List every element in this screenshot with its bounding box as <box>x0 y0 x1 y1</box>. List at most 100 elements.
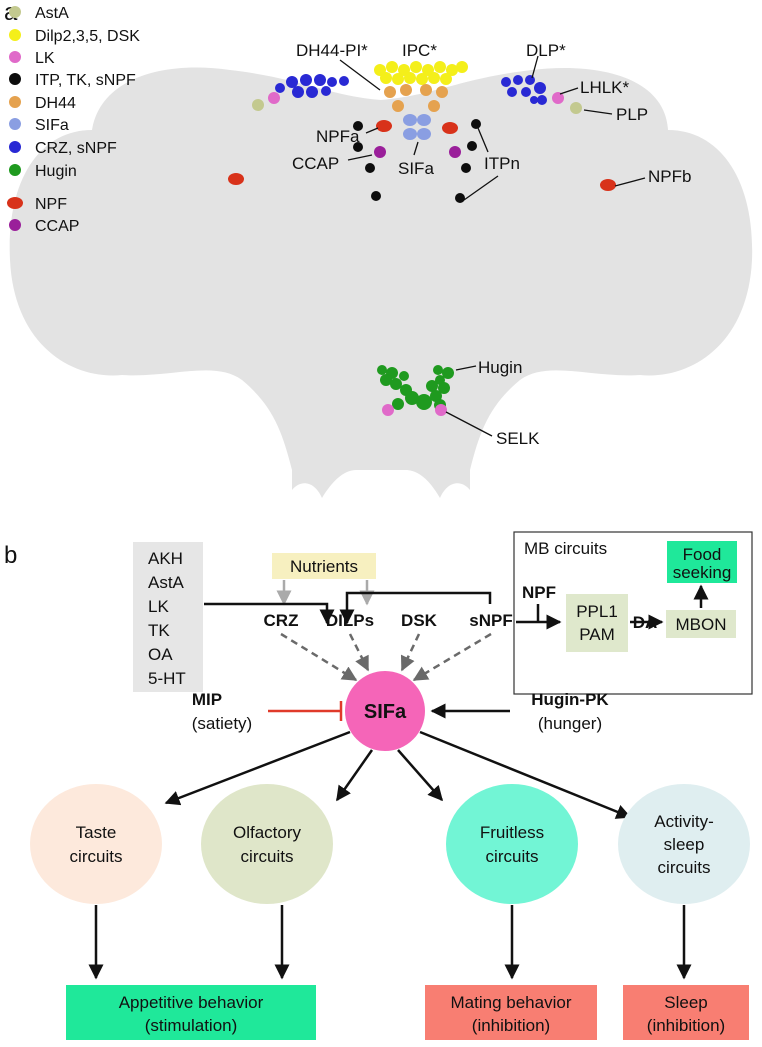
sifa-output-arrows <box>164 730 632 819</box>
lhlk-right <box>552 92 564 104</box>
peptide-crz: CRZ <box>264 611 299 630</box>
npf-left-lateral <box>228 173 244 185</box>
mating-line1: Mating behavior <box>451 993 572 1012</box>
olfactory-circuits-node <box>201 784 333 904</box>
dh44-cluster <box>384 84 448 112</box>
legend-label-dh44: DH44 <box>35 95 76 112</box>
peptide-dsk: DSK <box>401 611 438 630</box>
food-seeking-box <box>667 541 737 583</box>
ppl1-pam-box <box>566 594 628 652</box>
ipc-cluster <box>374 61 468 85</box>
hugin-pk-note: (hunger) <box>538 714 602 733</box>
label-npfa: NPFa <box>316 127 360 146</box>
peptide-dilps: DILPs <box>326 611 374 630</box>
npfa-left <box>376 120 392 132</box>
input-5ht: 5-HT <box>148 669 186 688</box>
sifa-node <box>345 671 425 751</box>
appetitive-behavior-box <box>66 985 316 1040</box>
legend-dot-hugin <box>9 164 21 176</box>
legend-dot-crz <box>9 141 21 153</box>
legend-label-dilp: Dilp2,3,5, DSK <box>35 28 140 45</box>
mating-behavior-box <box>425 985 597 1040</box>
label-dlp: DLP* <box>526 41 566 60</box>
legend-dot-itp <box>9 73 21 85</box>
ccap-left <box>374 146 386 158</box>
activity-sleep-line2: sleep <box>664 835 705 854</box>
outcome-arrows <box>88 905 692 980</box>
fruitless-circuits-node <box>446 784 578 904</box>
npfa-right <box>442 122 458 134</box>
mb-circuits-title: MB circuits <box>524 539 607 558</box>
taste-circuits-line1: Taste <box>76 823 117 842</box>
hugin-pk-label: Hugin-PK <box>531 690 609 709</box>
fruitless-circuits-line2: circuits <box>486 847 539 866</box>
ccap-right <box>449 146 461 158</box>
input-asta: AstA <box>148 573 185 592</box>
appetitive-line1: Appetitive behavior <box>119 993 264 1012</box>
brain-outline <box>9 67 753 498</box>
peptide-snpf: sNPF <box>469 611 512 630</box>
fruitless-circuits-line1: Fruitless <box>480 823 544 842</box>
legend-label-itp: ITP, TK, sNPF <box>35 72 136 89</box>
label-ccap: CCAP <box>292 154 339 173</box>
nutrients-label: Nutrients <box>290 557 358 576</box>
selk-right <box>435 404 447 416</box>
legend-dot-asta <box>9 6 21 18</box>
label-ipc: IPC* <box>402 41 437 60</box>
legend-label-npf: NPF <box>35 196 67 213</box>
olfactory-circuits-line1: Olfactory <box>233 823 302 842</box>
label-hugin: Hugin <box>478 358 522 377</box>
taste-circuits-line2: circuits <box>70 847 123 866</box>
nutrient-arrows <box>276 580 375 606</box>
mip-note: (satiety) <box>192 714 252 733</box>
legend-label-sifa: SIFa <box>35 117 69 134</box>
selk-left <box>382 404 394 416</box>
legend-dot-dh44 <box>9 96 21 108</box>
input-akh: AKH <box>148 549 183 568</box>
sifa-cluster <box>403 114 431 140</box>
mbon-box <box>666 610 736 638</box>
ppl1-label: PPL1 <box>576 602 618 621</box>
itp-cells <box>353 119 481 203</box>
label-plp: PLP <box>616 105 648 124</box>
mbon-label: MBON <box>676 615 727 634</box>
label-npfb: NPFb <box>648 167 691 186</box>
crz-cluster-left <box>275 74 349 98</box>
input-oa: OA <box>148 645 173 664</box>
activity-sleep-line1: Activity- <box>654 812 714 831</box>
legend-label-crz: CRZ, sNPF <box>35 140 117 157</box>
panel-a-leaders <box>339 55 646 437</box>
nutrients-box <box>272 553 376 579</box>
legend-dot-dilp <box>9 29 21 41</box>
legend: AstA Dilp2,3,5, DSK LK ITP, TK, sNPF DH4… <box>7 5 140 235</box>
label-dh44-pi: DH44-PI* <box>296 41 368 60</box>
legend-dot-sifa <box>9 118 21 130</box>
food-seeking-line1: Food <box>683 545 722 564</box>
inputs-to-dilps-arrow <box>204 602 335 625</box>
lk-left <box>268 92 280 104</box>
asta-left <box>252 99 264 111</box>
input-tk: TK <box>148 621 170 640</box>
pam-label: PAM <box>579 625 615 644</box>
npfb <box>600 179 616 191</box>
label-itpn: ITPn <box>484 154 520 173</box>
label-lhlk: LHLK* <box>580 78 630 97</box>
snpf-to-dilps-arrow <box>339 591 492 625</box>
legend-label-lk: LK <box>35 50 55 67</box>
sleep-line2: (inhibition) <box>647 1016 725 1035</box>
taste-circuits-node <box>30 784 162 904</box>
activity-sleep-circuits-node <box>618 784 750 904</box>
inputs-box <box>133 542 203 692</box>
olfactory-circuits-line2: circuits <box>241 847 294 866</box>
legend-dot-npf <box>7 197 23 209</box>
legend-label-hugin: Hugin <box>35 163 77 180</box>
legend-dot-lk <box>9 51 21 63</box>
mating-line2: (inhibition) <box>472 1016 550 1035</box>
mb-npf-label: NPF <box>522 583 556 602</box>
sifa-node-label: SIFa <box>364 701 407 723</box>
input-lk: LK <box>148 597 169 616</box>
legend-label-ccap: CCAP <box>35 218 79 235</box>
plp-right <box>570 102 582 114</box>
sleep-box <box>623 985 749 1040</box>
